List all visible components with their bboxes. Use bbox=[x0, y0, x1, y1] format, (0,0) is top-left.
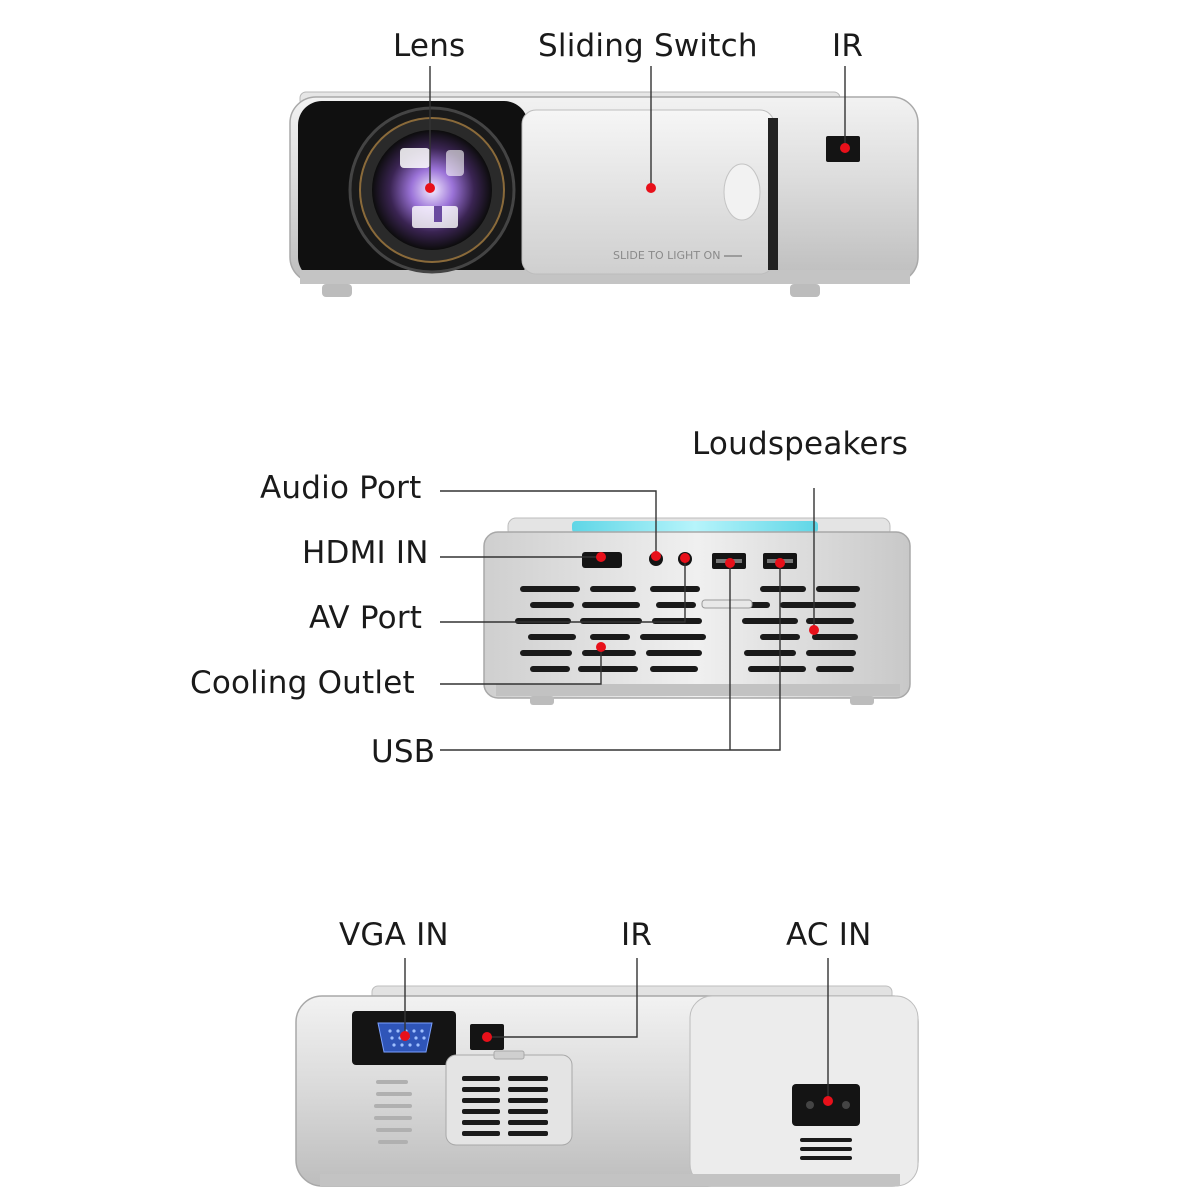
side-body bbox=[483, 531, 911, 699]
marker-front-ir bbox=[840, 143, 850, 153]
leader-usb bbox=[440, 563, 781, 751]
side-view bbox=[483, 517, 911, 705]
label-front-ir: IR bbox=[832, 28, 864, 64]
label-rear-ir: IR bbox=[621, 917, 653, 953]
marker-rear-ir bbox=[482, 1032, 492, 1042]
label-lens: Lens bbox=[393, 28, 466, 64]
label-audio-port: Audio Port bbox=[260, 470, 422, 506]
markers bbox=[400, 143, 850, 1106]
lens-highlight-a bbox=[400, 148, 430, 168]
label-usb: USB bbox=[371, 734, 436, 770]
leader-lines bbox=[404, 66, 846, 1101]
marker-sliding-switch bbox=[646, 183, 656, 193]
ac-pin-right bbox=[842, 1101, 850, 1109]
side-foot-left bbox=[530, 696, 554, 705]
lens-highlight-d bbox=[434, 206, 442, 222]
ac-vent bbox=[800, 1138, 852, 1160]
marker-av-port bbox=[680, 553, 690, 563]
slide-to-light-text: SLIDE TO LIGHT ON bbox=[613, 249, 720, 262]
label-vga-in: VGA IN bbox=[339, 917, 449, 953]
marker-usb-2 bbox=[775, 558, 785, 568]
side-cyan-accent bbox=[572, 521, 818, 533]
label-cooling-outlet: Cooling Outlet bbox=[190, 665, 415, 701]
marker-vga-in bbox=[400, 1031, 410, 1041]
left-vent-slots bbox=[374, 1080, 412, 1144]
sd-card-slot bbox=[701, 599, 753, 609]
cover-latch bbox=[493, 1050, 525, 1060]
switch-slot bbox=[768, 118, 778, 270]
marker-hdmi-in bbox=[596, 552, 606, 562]
label-sliding-switch: Sliding Switch bbox=[538, 28, 758, 64]
marker-ac-in bbox=[823, 1096, 833, 1106]
front-foot-left bbox=[322, 284, 352, 297]
rear-bottom-strip bbox=[320, 1174, 900, 1186]
marker-usb-1 bbox=[725, 558, 735, 568]
leader-audio-port bbox=[440, 490, 657, 556]
leader-cooling-outlet bbox=[440, 647, 602, 685]
label-hdmi-in: HDMI IN bbox=[302, 535, 429, 571]
rear-vent-grille bbox=[462, 1076, 548, 1136]
switch-knob bbox=[723, 163, 761, 221]
front-foot-right bbox=[790, 284, 820, 297]
leader-av-port bbox=[440, 558, 686, 623]
label-av-port: AV Port bbox=[309, 600, 423, 636]
rear-view bbox=[295, 985, 919, 1187]
label-loudspeakers: Loudspeakers bbox=[692, 426, 909, 462]
marker-audio-port bbox=[651, 551, 661, 561]
label-ac-in: AC IN bbox=[786, 917, 872, 953]
ac-pin-left bbox=[806, 1101, 814, 1109]
marker-loudspeakers bbox=[809, 625, 819, 635]
side-foot-right bbox=[850, 696, 874, 705]
side-bottom-strip bbox=[496, 684, 900, 696]
leader-rear-ir bbox=[487, 958, 638, 1038]
lens-highlight-b bbox=[446, 150, 464, 176]
marker-cooling-outlet bbox=[596, 642, 606, 652]
front-view: SLIDE TO LIGHT ON bbox=[289, 91, 919, 297]
marker-lens bbox=[425, 183, 435, 193]
